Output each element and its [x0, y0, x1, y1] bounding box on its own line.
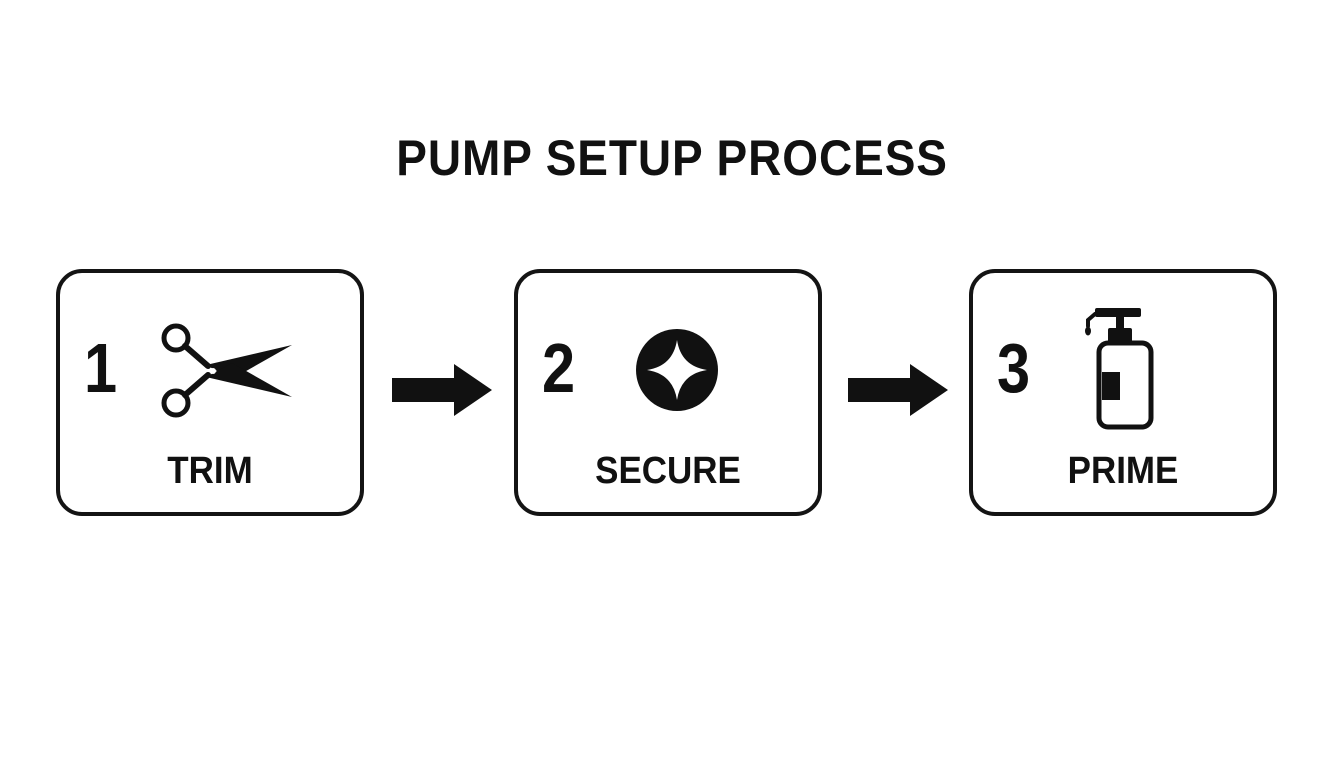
step-label: TRIM — [167, 450, 253, 492]
arrow-right-icon — [848, 364, 948, 416]
diagram-title: PUMP SETUP PROCESS — [396, 130, 948, 186]
step-number: 1 — [84, 329, 118, 407]
step-number: 2 — [542, 329, 576, 407]
step-label: SECURE — [595, 450, 741, 492]
pump-bottle-icon — [1085, 308, 1154, 430]
step-label: PRIME — [1067, 450, 1179, 492]
arrow-right-icon — [392, 364, 492, 416]
step-trim-box: 1 TRIM — [56, 269, 364, 516]
screw-head-icon — [636, 329, 718, 411]
step-prime-box: 3 PRIME — [969, 269, 1277, 516]
scissors-icon — [161, 323, 292, 418]
step-number: 3 — [997, 329, 1031, 407]
step-secure-box: 2 SECURE — [514, 269, 822, 516]
